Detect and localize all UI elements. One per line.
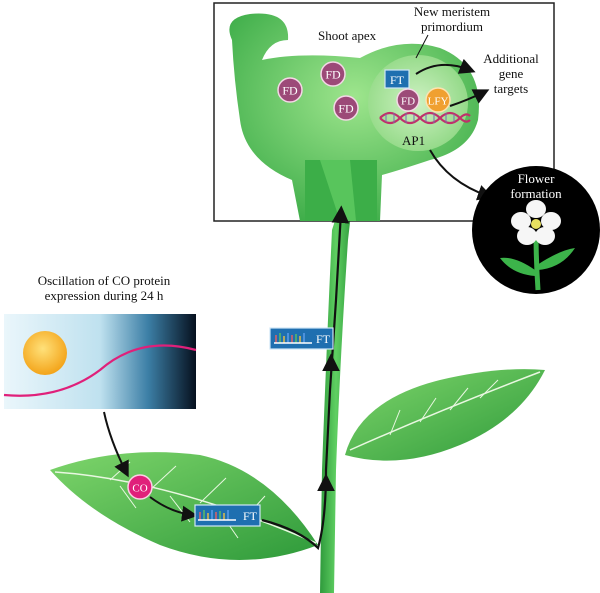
day-night-panel — [4, 314, 196, 409]
fd-protein: FD — [321, 62, 345, 86]
sun-icon — [23, 331, 67, 375]
flower-formation-label: Flower — [518, 171, 556, 186]
ap1-label: AP1 — [402, 133, 425, 148]
svg-text:FD: FD — [325, 68, 341, 82]
left-leaf — [50, 452, 318, 560]
main-stem — [320, 205, 352, 593]
oscillation-label: expression during 24 h — [45, 288, 164, 303]
svg-text:FD: FD — [282, 84, 298, 98]
fd-protein: FD — [278, 78, 302, 102]
right-leaf — [345, 369, 545, 461]
svg-text:FD: FD — [338, 102, 354, 116]
svg-text:FT: FT — [243, 509, 258, 523]
svg-text:FT: FT — [316, 332, 331, 346]
svg-text:LFY: LFY — [428, 96, 449, 108]
svg-text:CO: CO — [132, 483, 147, 495]
ft-protein: FT — [385, 70, 409, 88]
ft-transcript-stem: FT — [270, 328, 333, 349]
fd-protein-bound: FD — [397, 89, 419, 111]
additional-targets-label: targets — [494, 81, 528, 96]
fd-protein: FD — [334, 96, 358, 120]
new-meristem-label: primordium — [421, 19, 483, 34]
ft-transcript-leaf: FT — [195, 505, 260, 526]
oscillation-label: Oscillation of CO protein — [38, 273, 171, 288]
svg-text:FD: FD — [401, 96, 415, 108]
svg-text:FT: FT — [390, 73, 405, 87]
shoot-apex-label: Shoot apex — [318, 28, 377, 43]
flower-formation: Flower formation — [472, 166, 600, 294]
lfy-protein: LFY — [426, 88, 450, 112]
co-protein: CO — [128, 475, 152, 499]
additional-targets-label: gene — [499, 66, 524, 81]
additional-targets-label: Additional — [483, 51, 539, 66]
new-meristem-label: New meristem — [414, 4, 490, 19]
flower-formation-label: formation — [510, 186, 562, 201]
